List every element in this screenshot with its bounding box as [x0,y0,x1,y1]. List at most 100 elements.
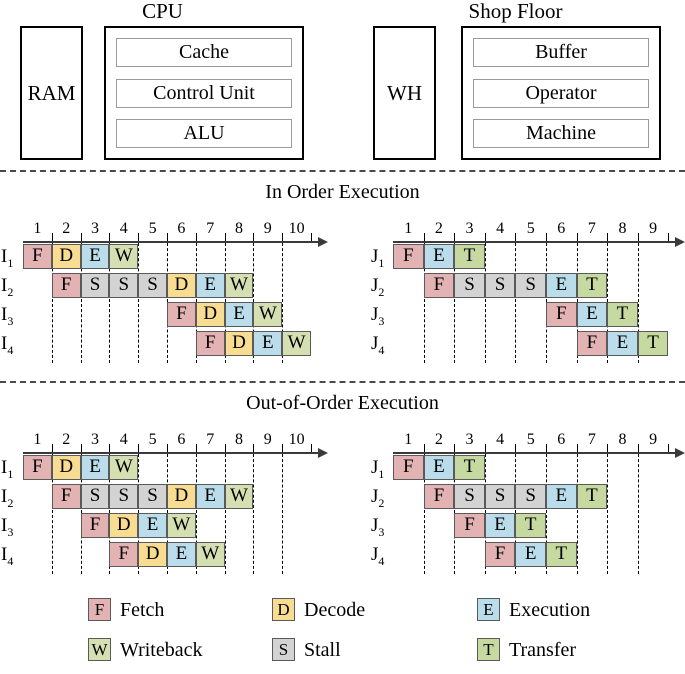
gridline-out-of-order-cpu-6 [195,454,197,574]
gantt-cell-in-order-shopfloor-J1-F-0: F [393,244,424,269]
gantt-cell-in-order-cpu-I2-F-0: F [51,273,81,298]
gantt-cell-out-of-order-cpu-I3-E-2: E [138,513,167,538]
legend-swatch-e: E [477,598,500,621]
tick-label-out-of-order-shopfloor-4: 4 [496,431,505,448]
gridline-out-of-order-cpu-1 [51,454,53,574]
row-label-out-of-order-shopfloor-J1: J1 [371,457,385,481]
tick-label-out-of-order-cpu-6: 6 [177,431,186,448]
tick-label-in-order-shopfloor-3: 3 [465,220,474,237]
gridline-in-order-shopfloor-4 [515,243,517,363]
gridline-out-of-order-shopfloor-5 [546,454,547,574]
gantt-cell-in-order-cpu-I4-D-1: D [224,331,254,356]
tick-mark-in-order-cpu-10 [311,233,312,241]
gantt-cell-out-of-order-cpu-I1-F-0: F [23,455,52,480]
row-label-out-of-order-cpu-I4: I4 [1,544,14,568]
legend-swatch-s: S [272,638,295,661]
tick-mark-out-of-order-cpu-10 [311,444,312,452]
row-label-in-order-cpu-I3: I3 [1,304,14,328]
gantt-cell-out-of-order-shopfloor-J2-E-4: E [546,484,577,509]
tick-mark-in-order-shopfloor-9 [668,233,670,241]
tick-label-in-order-cpu-8: 8 [234,220,243,237]
tick-label-out-of-order-shopfloor-7: 7 [587,431,596,448]
component-label: Operator [525,81,597,104]
legend-swatch-d: D [272,598,295,621]
tick-mark-out-of-order-shopfloor-3 [484,444,486,452]
legend-label: Writeback [120,638,203,661]
memory-box-ram: RAM [20,26,83,160]
gantt-cell-in-order-cpu-I3-F-0: F [167,302,196,327]
gantt-cell-in-order-shopfloor-J2-S-2: S [484,273,516,298]
gridline-out-of-order-shopfloor-7 [607,454,609,574]
tick-label-out-of-order-shopfloor-3: 3 [465,431,474,448]
component-label: Buffer [535,41,587,63]
tick-mark-out-of-order-cpu-9 [282,444,284,452]
tick-label-in-order-cpu-2: 2 [62,220,71,237]
separator-middle [0,381,685,383]
gantt-cell-in-order-cpu-I1-D-1: D [51,244,81,269]
gridline-in-order-shopfloor-8 [637,243,639,363]
tick-label-out-of-order-cpu-1: 1 [33,431,42,448]
gantt-cell-in-order-shopfloor-J2-F-0: F [423,273,455,298]
tick-mark-in-order-shopfloor-2 [454,233,456,241]
tick-mark-in-order-cpu-1 [51,233,53,241]
gantt-cell-out-of-order-shopfloor-J2-S-2: S [484,484,516,509]
tick-label-in-order-cpu-5: 5 [148,220,157,237]
gantt-cell-out-of-order-shopfloor-J2-T-5: T [576,484,608,509]
tick-mark-in-order-cpu-2 [80,233,82,241]
tick-mark-out-of-order-shopfloor-8 [637,444,639,452]
gantt-cell-out-of-order-shopfloor-J3-F-0: F [454,513,485,538]
legend-label: Decode [304,598,366,621]
component-box-alu: ALU [116,119,292,148]
gridline-in-order-shopfloor-2 [454,243,456,363]
gantt-cell-out-of-order-cpu-I4-F-0: F [109,542,139,567]
gantt-cell-out-of-order-cpu-I3-D-1: D [109,513,139,538]
gantt-cell-out-of-order-shopfloor-J3-E-1: E [484,513,516,538]
gantt-cell-in-order-cpu-I2-D-4: D [167,273,196,298]
tick-label-out-of-order-shopfloor-1: 1 [404,431,413,448]
gantt-cell-in-order-shopfloor-J2-S-3: S [515,273,546,298]
tick-label-out-of-order-cpu-2: 2 [62,431,71,448]
memory-box-label: RAM [27,80,76,105]
gantt-cell-out-of-order-cpu-I4-D-1: D [138,542,167,567]
tick-mark-in-order-cpu-8 [253,233,255,241]
gantt-cell-in-order-shopfloor-J2-E-4: E [546,273,577,298]
gantt-cell-in-order-shopfloor-J3-T-2: T [607,302,638,327]
tick-label-out-of-order-cpu-8: 8 [234,431,243,448]
gridline-out-of-order-shopfloor-6 [576,454,578,574]
gantt-cell-in-order-cpu-I1-F-0: F [23,244,52,269]
gantt-cell-out-of-order-shopfloor-J4-E-1: E [515,542,546,567]
gantt-cell-out-of-order-cpu-I1-W-3: W [109,455,139,480]
tick-mark-out-of-order-cpu-6 [195,444,197,452]
gantt-cell-in-order-cpu-I2-S-3: S [138,273,167,298]
gantt-cell-out-of-order-shopfloor-J1-T-2: T [454,455,485,480]
gridline-in-order-cpu-4 [138,243,140,363]
component-box-control-unit: Control Unit [116,78,292,108]
row-label-in-order-shopfloor-J3: J3 [371,304,385,328]
gantt-cell-in-order-cpu-I2-S-1: S [80,273,110,298]
gridline-in-order-cpu-3 [109,243,111,363]
tick-label-in-order-cpu-10: 10 [288,220,305,237]
gridline-out-of-order-cpu-8 [253,454,255,574]
gantt-cell-out-of-order-shopfloor-J4-F-0: F [484,542,516,567]
component-box-operator: Operator [473,78,649,108]
gantt-cell-out-of-order-cpu-I2-S-2: S [109,484,139,509]
row-label-in-order-cpu-I1: I1 [1,246,14,270]
gantt-cell-in-order-cpu-I4-E-2: E [253,331,283,356]
tick-mark-in-order-cpu-5 [167,233,168,241]
gantt-cell-in-order-shopfloor-J2-T-5: T [576,273,608,298]
separator-top [0,170,685,172]
axis-arrow-in-order-shopfloor [675,237,685,247]
component-label: Cache [179,41,229,63]
tick-mark-out-of-order-shopfloor-1 [423,444,425,452]
legend-swatch-t: T [477,638,500,661]
gantt-cell-out-of-order-cpu-I2-D-4: D [167,484,196,509]
memory-box-wh: WH [373,26,436,160]
gantt-cell-out-of-order-shopfloor-J4-T-2: T [546,542,577,567]
component-label: Machine [526,122,596,144]
row-label-in-order-shopfloor-J1: J1 [371,246,385,270]
tick-mark-in-order-cpu-9 [282,233,284,241]
